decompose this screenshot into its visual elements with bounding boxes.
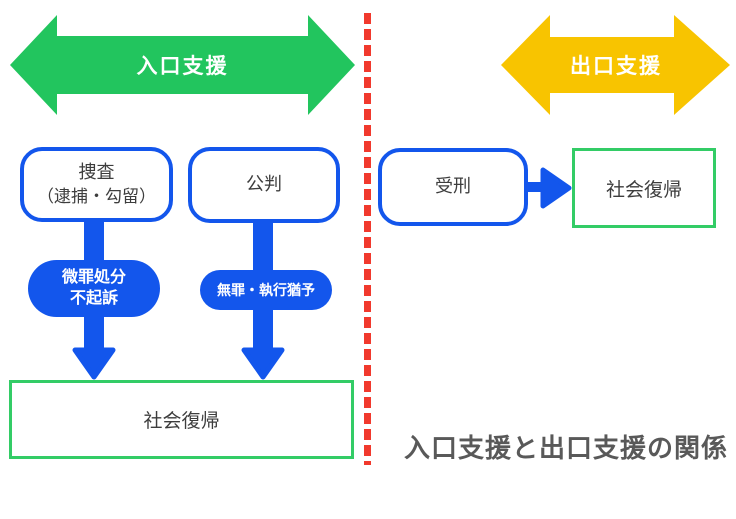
stage-box-trial: 公判 xyxy=(188,147,340,223)
down-arrow-icon xyxy=(241,347,285,380)
entry-support-double-arrow: 入口支援 xyxy=(10,15,355,115)
stage-box-imprisonment: 受刑 xyxy=(378,148,528,226)
stage-box-investigation: 捜査 （逮捕・勾留） xyxy=(20,147,173,222)
right-arrow-icon xyxy=(540,167,572,209)
right-arrow-shaft xyxy=(526,182,546,192)
result-box-label: 社会復帰 xyxy=(605,179,682,201)
diagram-title: 入口支援と出口支援の関係 xyxy=(404,433,729,463)
pill-label-line1: 微罪処分 xyxy=(61,268,126,286)
stage-box-label: 捜査 xyxy=(78,162,115,182)
exit-support-label: 出口支援 xyxy=(570,55,662,78)
result-box-reintegration-right: 社会復帰 xyxy=(572,148,716,228)
stage-box-sublabel: （逮捕・勾留） xyxy=(37,187,156,207)
stage-box-label: 公判 xyxy=(246,174,282,195)
outcome-pill-minor-offense: 微罪処分 不起訴 xyxy=(28,260,160,317)
result-box-reintegration-left: 社会復帰 xyxy=(9,380,354,459)
stage-box-label: 受刑 xyxy=(435,176,471,197)
result-box-label: 社会復帰 xyxy=(143,411,220,432)
double-arrow-icon xyxy=(10,15,355,115)
section-divider-dashed-line xyxy=(364,13,371,465)
entry-support-label: 入口支援 xyxy=(136,55,229,78)
outcome-pill-acquittal: 無罪・執行猶予 xyxy=(200,270,332,310)
double-arrow-icon xyxy=(501,15,730,115)
pill-label: 無罪・執行猶予 xyxy=(217,282,315,298)
exit-support-double-arrow: 出口支援 xyxy=(501,15,731,115)
pill-label-line2: 不起訴 xyxy=(69,289,118,307)
down-arrow-icon xyxy=(72,347,116,380)
